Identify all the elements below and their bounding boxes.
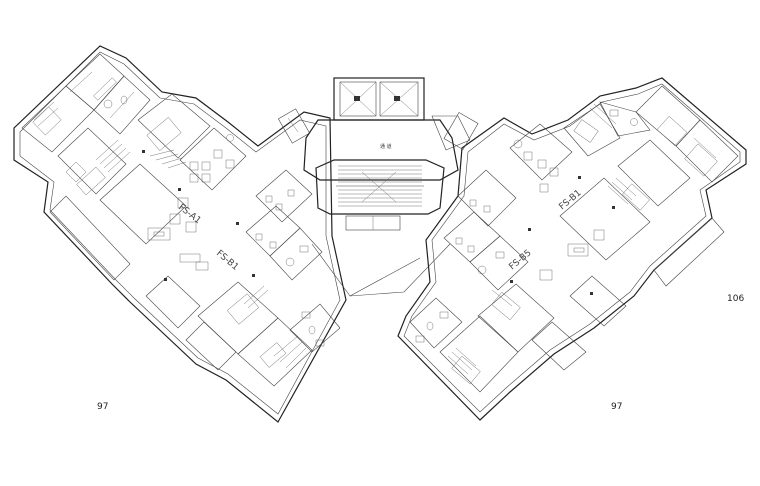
left-bedroom-mid [137,93,211,169]
right-bathroom-lower [409,297,463,349]
unit-tag-lower-left: FS-B1 [214,249,240,273]
left-core-adjacent [245,169,323,281]
left-balcony [49,195,131,281]
area-label-right-unit: 97 [611,402,623,412]
area-label-right-side: 106 [727,294,745,304]
left-bedroom-lower [197,281,313,387]
right-balcony [653,217,725,287]
column-marks [142,150,615,295]
central-core: 通 道 [303,77,471,297]
left-living-room: FS-A1 FS-B1 [99,163,240,273]
left-wing-outline [13,45,347,423]
stair [315,159,445,215]
unit-tag-upper-right: FS-B1 [558,188,584,212]
left-bathroom-lower [289,303,341,353]
area-label-left-unit: 97 [97,402,109,412]
left-bathroom-top [93,75,151,135]
left-wing: FS-A1 FS-B1 [13,45,347,423]
elevator-block [333,77,425,121]
right-bedroom-mid [607,139,691,211]
right-bedroom-top [635,85,739,183]
svg-text:通 道: 通 道 [380,143,392,150]
right-core-adjacent [443,169,529,291]
right-kitchen [509,123,573,193]
left-bedroom-top [21,53,125,153]
right-bathroom-top [563,101,651,157]
right-bedroom-lower [439,283,555,393]
left-bedroom-upper [57,127,131,196]
left-kitchen [179,127,247,191]
right-wing: FS-B1 FS-B5 [397,77,747,421]
right-wing-outline [397,77,747,421]
